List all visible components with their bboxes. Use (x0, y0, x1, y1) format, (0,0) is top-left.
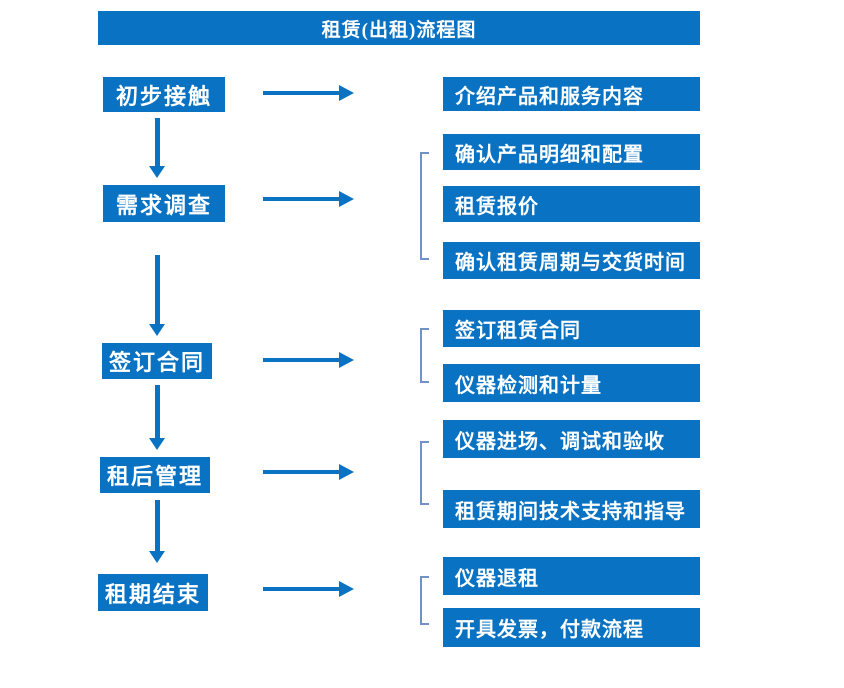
group-bracket-demand-survey (420, 152, 429, 260)
step-box-initial-contact: 初步接触 (103, 77, 225, 112)
step-label: 需求调查 (115, 192, 212, 218)
detail-box-invoice-payment: 开具发票，付款流程 (443, 608, 700, 647)
detail-box-instrument-testing: 仪器检测和计量 (443, 364, 700, 402)
flowchart-title-bar: 租赁(出租)流程图 (98, 11, 700, 45)
step-label: 签订合同 (108, 350, 205, 375)
right-arrow-icon (263, 464, 354, 480)
right-arrow-icon (263, 581, 354, 597)
detail-box-confirm-rental-period: 确认租赁周期与交货时间 (443, 242, 700, 279)
down-arrow-icon (149, 385, 165, 450)
detail-box-technical-support: 租赁期间技术支持和指导 (443, 490, 700, 528)
detail-label: 介绍产品和服务内容 (455, 85, 644, 108)
down-arrow-icon (149, 500, 165, 563)
step-box-demand-survey: 需求调查 (103, 185, 225, 222)
detail-box-instrument-return: 仪器退租 (443, 557, 700, 595)
detail-box-confirm-product-details: 确认产品明细和配置 (443, 134, 700, 170)
group-bracket-post-rental-management (420, 441, 429, 505)
down-arrow-icon (149, 118, 165, 178)
step-box-contract-signing: 签订合同 (102, 343, 212, 379)
detail-box-instrument-setup: 仪器进场、调试和验收 (443, 420, 700, 458)
detail-label: 租赁期间技术支持和指导 (455, 500, 686, 523)
step-label: 初步接触 (115, 83, 212, 109)
step-label: 租期结束 (104, 581, 201, 607)
group-bracket-rental-end (420, 576, 429, 625)
down-arrow-icon (149, 255, 165, 336)
right-arrow-icon (263, 85, 354, 101)
detail-label: 仪器退租 (455, 567, 539, 590)
step-box-rental-end: 租期结束 (98, 574, 208, 611)
detail-box-introduce-products: 介绍产品和服务内容 (443, 77, 700, 111)
detail-label: 开具发票，付款流程 (455, 619, 644, 641)
detail-box-sign-rental-contract: 签订租赁合同 (443, 310, 700, 347)
detail-label: 仪器进场、调试和验收 (455, 430, 665, 453)
detail-label: 仪器检测和计量 (455, 374, 602, 397)
right-arrow-icon (263, 352, 354, 368)
detail-label: 确认租赁周期与交货时间 (455, 252, 686, 274)
step-box-post-rental-management: 租后管理 (100, 457, 210, 493)
detail-label: 确认产品明细和配置 (455, 143, 644, 166)
right-arrow-icon (263, 191, 354, 207)
flowchart-title-text: 租赁(出租)流程图 (321, 19, 477, 41)
detail-label: 签订租赁合同 (455, 320, 581, 342)
step-label: 租后管理 (106, 464, 203, 489)
detail-box-rental-quotation: 租赁报价 (443, 186, 700, 222)
group-bracket-contract-signing (420, 328, 429, 383)
detail-label: 租赁报价 (455, 195, 539, 218)
